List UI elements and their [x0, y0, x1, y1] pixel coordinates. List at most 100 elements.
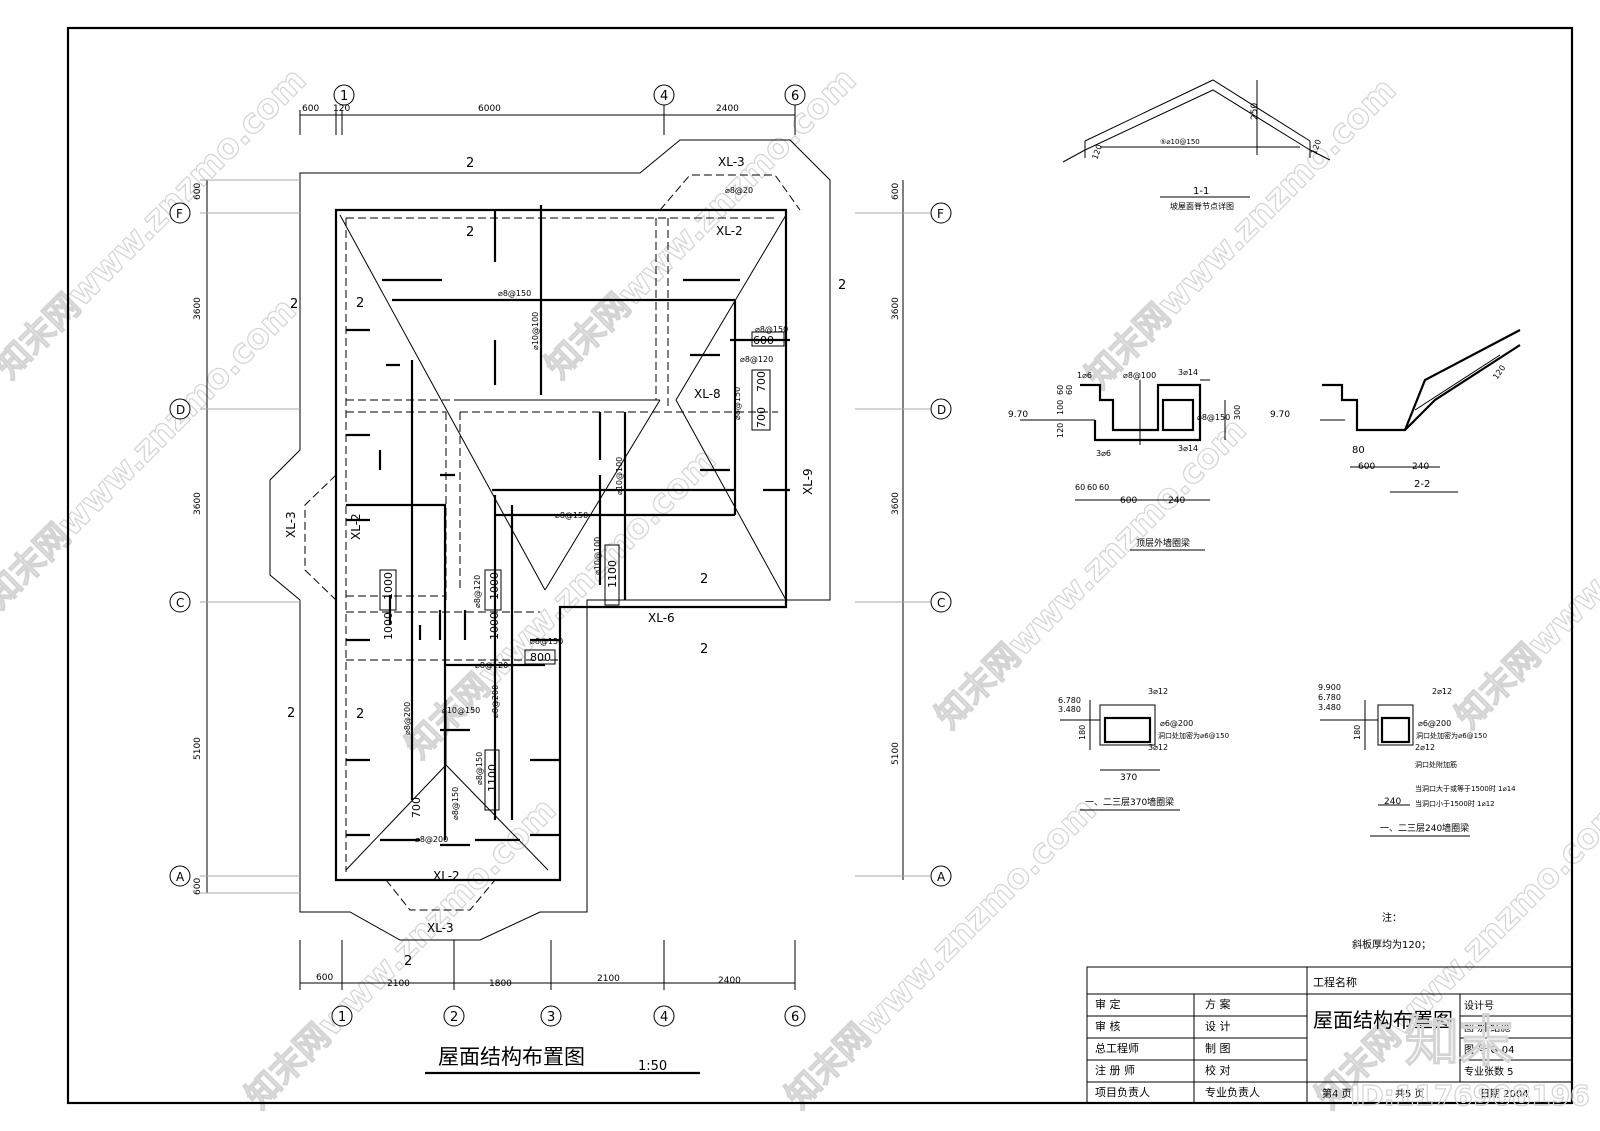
beam-label: XL-2	[433, 869, 460, 883]
beam-label: XL-8	[694, 387, 721, 401]
axis-bubble: 4	[660, 89, 668, 104]
detail-label: 3⌀14	[1178, 368, 1198, 377]
axis-bubble: A	[176, 870, 185, 884]
dim-text: 2100	[387, 979, 410, 989]
detail-dim: 60	[1056, 385, 1065, 395]
svg-text:2: 2	[466, 225, 474, 240]
dim-text: 600	[193, 878, 203, 895]
dim-text: 3600	[891, 492, 901, 515]
titleblock-cell: 共5 页	[1395, 1088, 1425, 1100]
titleblock-cell: 制 图	[1205, 1042, 1231, 1055]
axis-bubble: 3	[547, 1010, 555, 1025]
dim-text: 3600	[193, 297, 203, 320]
detail-label: 250	[1250, 103, 1260, 120]
titleblock-cell: 审 定	[1095, 997, 1121, 1011]
detail-label: 6.780	[1318, 693, 1341, 702]
project-label: 工程名称	[1313, 975, 1357, 989]
drawing-frame	[66, 26, 1574, 1105]
detail-title: 2-2	[1414, 479, 1430, 490]
titleblock-drawing-name: 屋面结构布置图	[1313, 1008, 1453, 1032]
svg-text:2: 2	[466, 156, 474, 171]
watermark-text: 知末网www.znzmo.com	[538, 60, 864, 386]
beam-label: XL-9	[801, 468, 815, 495]
rebar-label: ⌀8@120	[475, 661, 508, 670]
beam-label: XL-3	[284, 511, 298, 538]
detail-1-1: ⑤⌀10@150 250 120 120 1-1 坡屋面脊节点详图	[1062, 79, 1331, 211]
plan-dim-box	[751, 331, 785, 347]
axis-top: 1 4 6	[333, 84, 806, 106]
watermark-text: 知末网www.znzmo.com	[1448, 410, 1600, 736]
detail-2-2: 9.70 80 600 240 120 2-2	[1270, 329, 1521, 493]
detail-subtitle: 坡屋面脊节点详图	[1170, 201, 1234, 211]
rebar-label: ⌀10@150	[442, 706, 480, 715]
svg-text:2: 2	[404, 954, 412, 969]
titleblock-cell: 专业负责人	[1205, 1085, 1260, 1099]
drawing-scale: 1:50	[638, 1059, 667, 1074]
svg-text:2: 2	[700, 642, 708, 657]
svg-text:2: 2	[287, 706, 295, 721]
titleblock-cell: 图 号 G-04	[1464, 1044, 1514, 1056]
watermark-text: 知末网www.znzmo.com	[778, 790, 1104, 1116]
beam-label: XL-6	[648, 611, 675, 625]
plan-dim-box	[524, 649, 556, 665]
dim-text: 120	[333, 104, 350, 114]
plan-dim-text: 1000	[382, 572, 395, 600]
detail-dim: 100	[1056, 400, 1065, 415]
axis-bubble: 6	[791, 1010, 799, 1025]
note-text: 斜板厚均为120；	[1352, 938, 1431, 951]
detail-label: 当洞口大于或等于1500时 1⌀14	[1415, 784, 1516, 793]
dim-text: 2400	[716, 104, 739, 114]
titleblock-cell: 方 案	[1205, 997, 1231, 1011]
rebar-label: ⌀10@100	[615, 457, 624, 495]
rebar-label: ⌀8@150	[755, 325, 788, 334]
detail-dim: 60	[1075, 483, 1085, 492]
rebar-label: ⌀8@20	[725, 186, 753, 195]
dim-text: 3600	[891, 297, 901, 320]
svg-text:2: 2	[356, 707, 364, 722]
detail-label: 3⌀6	[1096, 449, 1111, 458]
rebar-label: ⌀8@120	[473, 575, 482, 608]
plan-dim-box	[484, 569, 502, 611]
detail-label: 3⌀12	[1148, 743, 1168, 752]
detail-label: ⌀8@100	[1123, 371, 1156, 380]
detail-ring-240: 9.900 6.780 3.480 2⌀12 ⌀6@200 洞口处加密为⌀6@1…	[1318, 683, 1516, 837]
detail-dim: 600	[1120, 496, 1137, 506]
titleblock-cell: 图 别 结施	[1464, 1021, 1510, 1034]
note-label: 注：	[1382, 911, 1402, 924]
rebar-lines	[346, 205, 790, 847]
rebar-label: ⌀8@150	[498, 289, 531, 298]
detail-label: 当洞口小于1500时 1⌀12	[1415, 799, 1495, 808]
roof-plan: XL-3 XL-2 XL-8 XL-9 XL-6 XL-3 XL-2 XL-2 …	[169, 84, 952, 1075]
detail-label: 180	[1353, 725, 1362, 740]
detail-ring-370: 6.780 3.480 3⌀12 ⌀6@200 洞口处加密为⌀6@150 3⌀1…	[1058, 687, 1229, 811]
dim-bottom: 600 2100 1800 2100 2400	[299, 940, 796, 990]
detail-label: 9.70	[1008, 410, 1028, 420]
detail-label: ⌀6@200	[1418, 719, 1451, 728]
detail-label: 9.70	[1270, 410, 1290, 420]
bay-top	[659, 174, 801, 211]
detail-label: ⑤⌀10@150	[1160, 138, 1200, 146]
titleblock-cell: 日期 2004	[1480, 1088, 1529, 1100]
plan-dim-text: 800	[530, 651, 551, 664]
svg-text:2: 2	[700, 572, 708, 587]
beam-label: XL-2	[349, 513, 363, 540]
hip-lines	[339, 214, 787, 871]
titleblock-cell: 项目负责人	[1095, 1085, 1150, 1099]
detail-title: 一、二三层370墙圈梁	[1085, 796, 1174, 808]
plan-dim-box	[379, 569, 397, 611]
titleblock-cell: 审 核	[1095, 1019, 1121, 1033]
axis-right: F D C A	[930, 202, 952, 887]
detail-label: 370	[1120, 773, 1137, 783]
axis-bubble: A	[937, 870, 946, 884]
watermark-text: 知末网www.znzmo.com	[1078, 70, 1404, 396]
bay-left	[304, 474, 337, 601]
axis-bubble: C	[176, 596, 184, 610]
plan-dim-text: 1000	[382, 612, 395, 640]
rebar-label: ⌀10@100	[531, 312, 540, 350]
rebar-label: ⌀8@150	[530, 637, 563, 646]
dim-text: 2100	[597, 974, 620, 984]
svg-text:2: 2	[356, 296, 364, 311]
detail-label: 80	[1352, 445, 1365, 456]
plan-dim-text: 700	[755, 371, 768, 392]
detail-eave-beam: 9.70 1⌀6 ⌀8@100 3⌀14 ⌀8@150 3⌀14 3⌀6 300…	[1008, 368, 1242, 551]
